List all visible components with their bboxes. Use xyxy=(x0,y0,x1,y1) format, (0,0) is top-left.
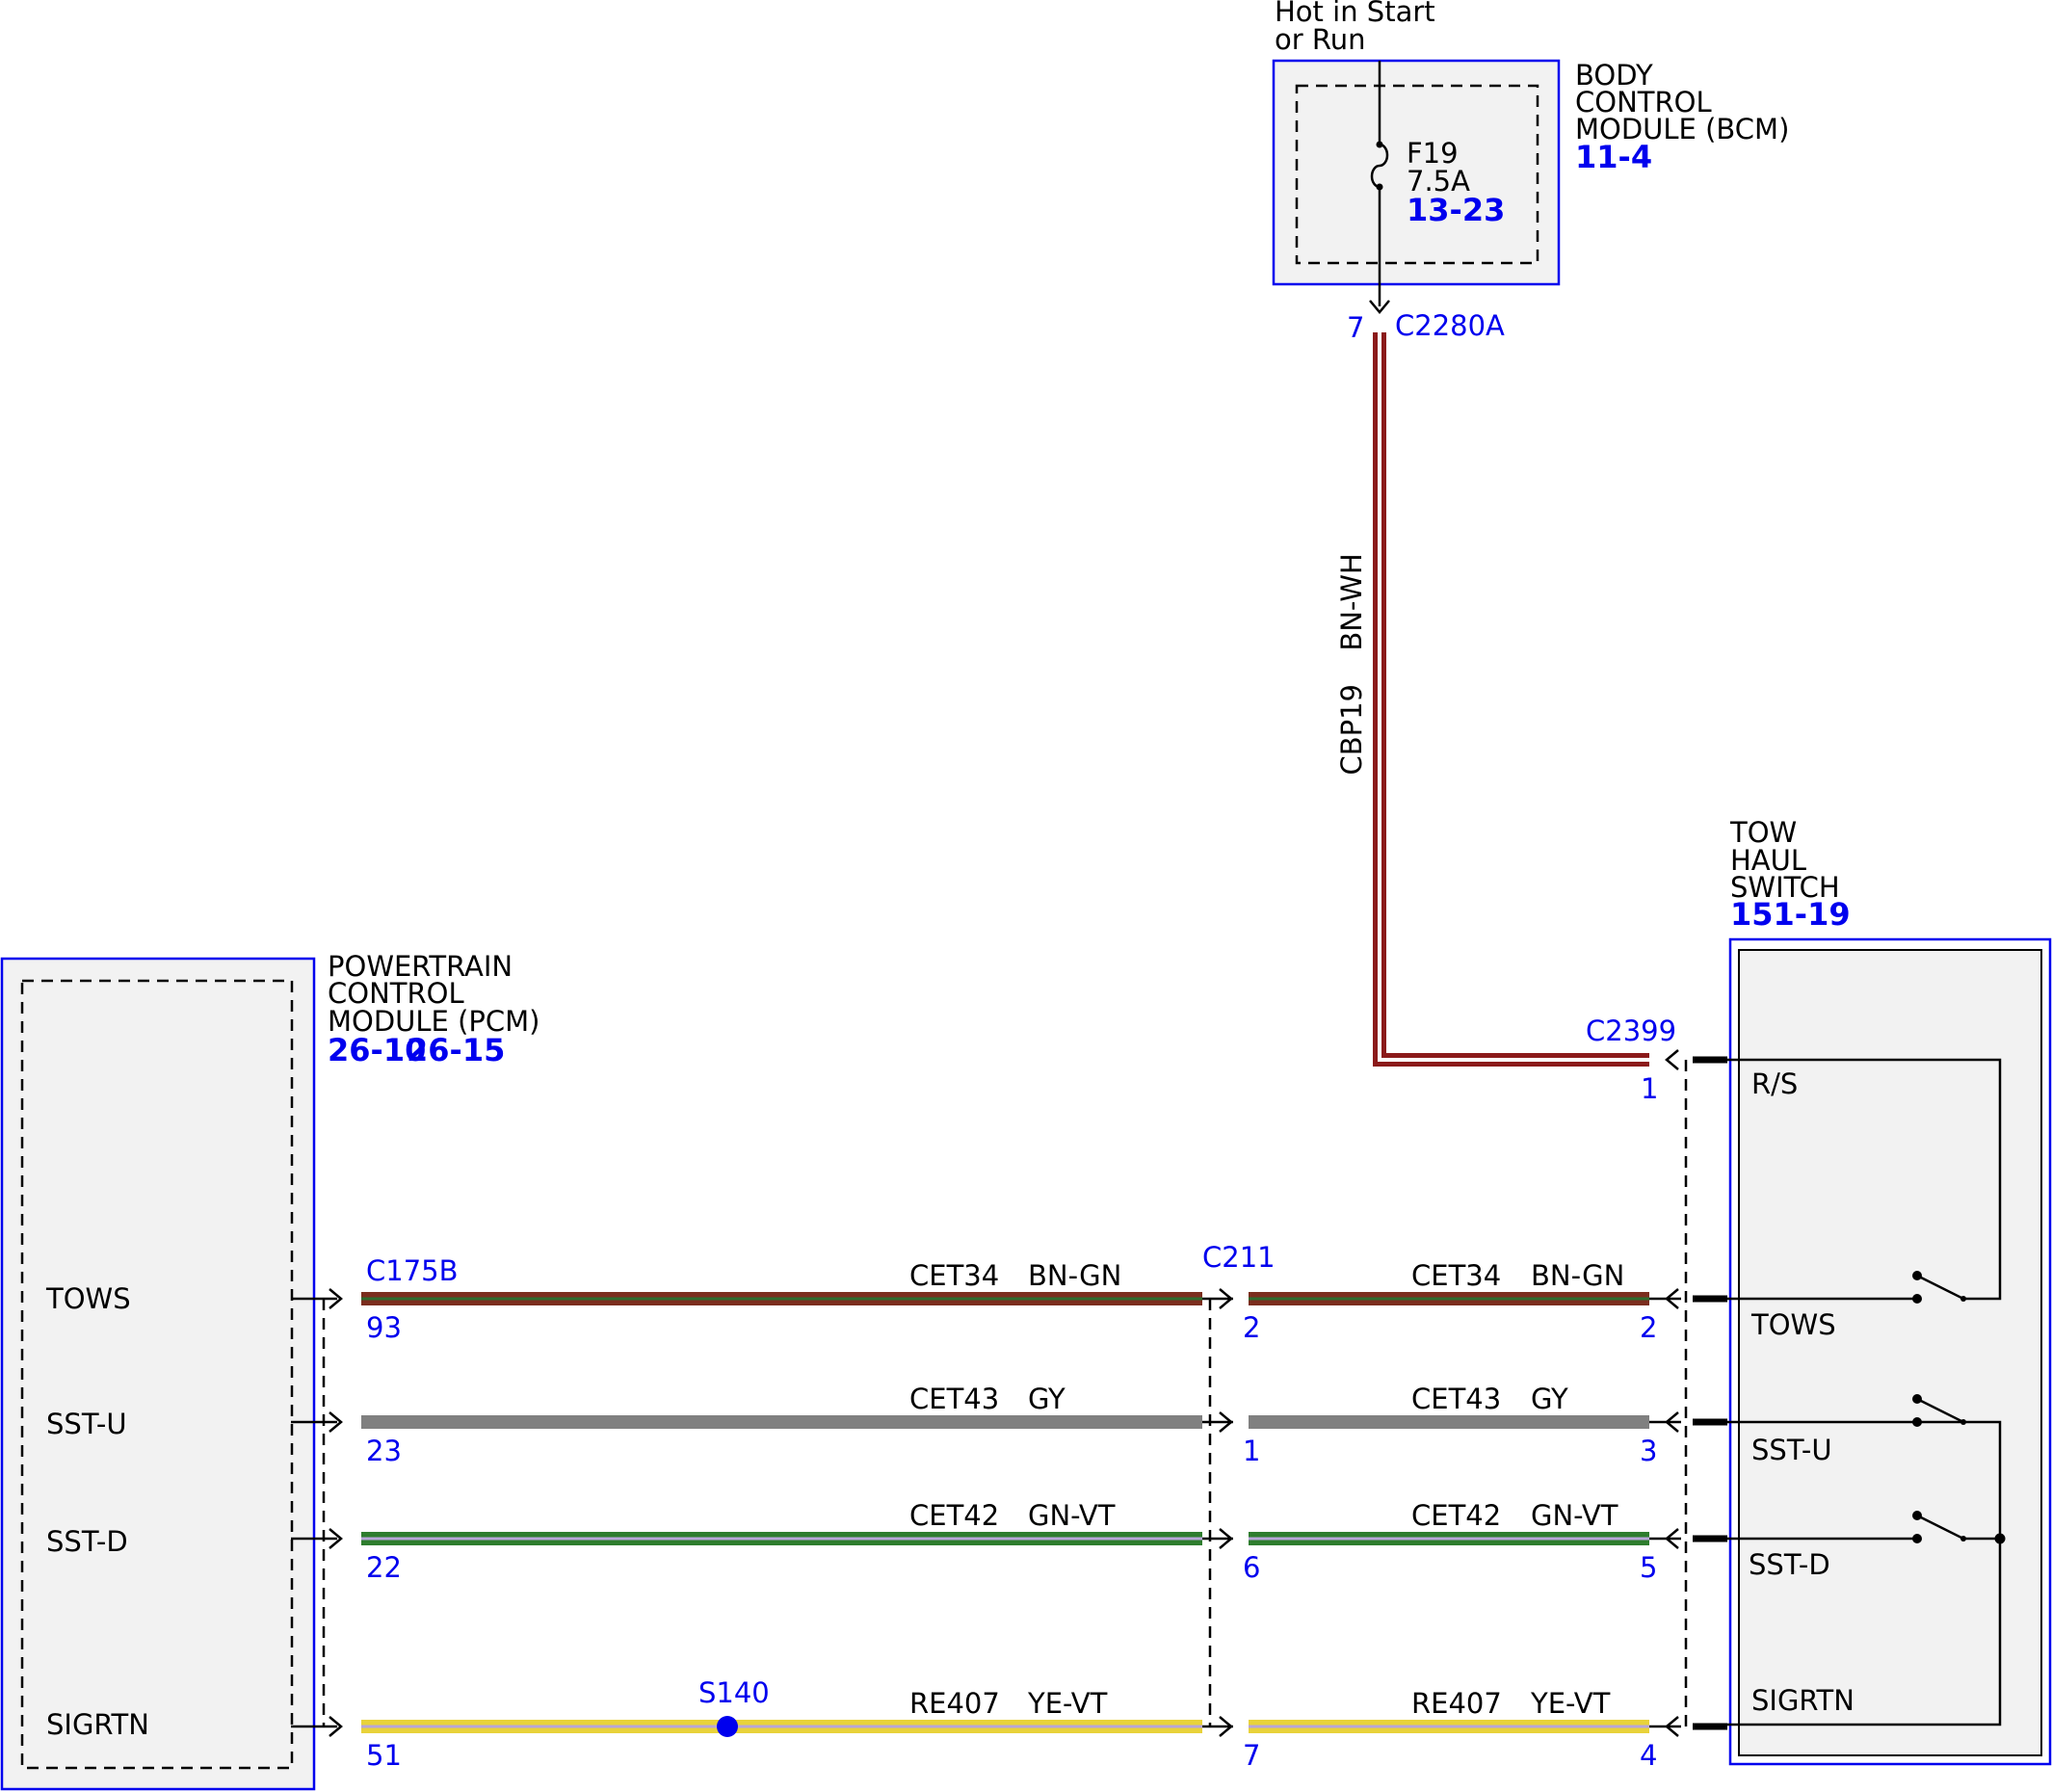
wire-color-label-sigrtn-1: YE-VT xyxy=(1027,1687,1108,1720)
c2280a-connector-label[interactable]: C2280A xyxy=(1395,309,1505,342)
c2399-rs-chevron xyxy=(1665,1049,1679,1070)
c211-right-pin-sst-d: 5 xyxy=(1640,1551,1657,1584)
switch-inner-body xyxy=(1738,949,2042,1756)
c175b-connector-label[interactable]: C175B xyxy=(366,1254,459,1287)
wire-cbp19-stripe xyxy=(1378,332,1649,1062)
wire-color-label-sst-u-1: GY xyxy=(1028,1383,1065,1415)
switch-sst-d-blade xyxy=(1916,1514,1964,1541)
c175b-pin-sst-d: 22 xyxy=(366,1551,402,1584)
fuse-rating: 7.5A xyxy=(1407,165,1470,198)
bcm-name-line3: MODULE (BCM) xyxy=(1575,113,1789,145)
switch-tows-blade xyxy=(1916,1274,1964,1301)
wire-circuit-label-sst-u-1: CET43 xyxy=(909,1383,999,1415)
c2280a-pin: 7 xyxy=(1347,311,1364,344)
wire-color-label-sst-d-2: GN-VT xyxy=(1531,1499,1618,1532)
bcm-box[interactable] xyxy=(1272,59,1561,286)
wire-circuit-label-sst-d-2: CET42 xyxy=(1411,1499,1501,1532)
c211-right-pin-sst-u: 3 xyxy=(1640,1435,1657,1467)
pcm-name-line3: MODULE (PCM) xyxy=(328,1005,540,1038)
fuse-terminal-top xyxy=(1376,141,1383,148)
c175b-chevron-sigrtn xyxy=(329,1716,343,1737)
switch-rs-bus xyxy=(1727,1058,2002,1301)
c175b-pin-tows: 93 xyxy=(366,1311,402,1344)
wire-color-label-tows-1: BN-GN xyxy=(1028,1259,1121,1292)
wire-circuit-label-tows-1: CET34 xyxy=(909,1259,999,1292)
bcm-name-line1: BODY xyxy=(1575,59,1653,92)
power-source-line1: Hot in Start xyxy=(1275,0,1435,28)
c211-right-pin-tows: 2 xyxy=(1640,1311,1657,1344)
switch-sst-d-contact-bottom xyxy=(1912,1534,1922,1543)
pcm-name-line2: CONTROL xyxy=(328,977,464,1010)
pcm-inner-outline xyxy=(20,979,294,1770)
wire-circuit-label-tows-2: CET34 xyxy=(1411,1259,1501,1292)
feed-wire-color: BN-WH xyxy=(1335,553,1368,650)
switch-name-line1: TOW xyxy=(1729,816,1797,849)
pcm-ref-link-1[interactable]: 26-10 xyxy=(328,1032,426,1068)
power-source-line2: or Run xyxy=(1275,23,1366,56)
switch-name-line3: SWITCH xyxy=(1730,871,1840,904)
wire-color-label-tows-2: BN-GN xyxy=(1531,1259,1624,1292)
c2399-connector-label[interactable]: C2399 xyxy=(1586,1015,1676,1047)
pcm-pin-label-sigrtn: SIGRTN xyxy=(46,1708,149,1741)
pcm-pin-label-sst-u: SST-U xyxy=(46,1408,127,1440)
switch-box[interactable] xyxy=(1728,937,2052,1766)
wire-circuit-label-sigrtn-2: RE407 xyxy=(1411,1687,1502,1720)
fuse-id: F19 xyxy=(1407,137,1459,170)
pcm-name-line1: POWERTRAIN xyxy=(328,950,513,983)
fuse-symbol xyxy=(1370,143,1389,189)
wire-color-label-sst-d-1: GN-VT xyxy=(1028,1499,1116,1532)
switch-label-sigrtn: SIGRTN xyxy=(1751,1684,1855,1717)
switch-rs-label: R/S xyxy=(1751,1067,1798,1100)
c211-left-pin-sigrtn: 7 xyxy=(1243,1739,1260,1772)
fuse-ref-link[interactable]: 13-23 xyxy=(1407,192,1505,228)
wire-color-label-sigrtn-2: YE-VT xyxy=(1530,1687,1611,1720)
c2280a-connector-symbol xyxy=(1369,300,1390,314)
c175b-chevron-sst-d xyxy=(329,1528,343,1549)
switch-junction-dot xyxy=(1994,1533,2006,1544)
switch-sst-u-blade xyxy=(1916,1397,1964,1424)
feed-wire-circuit: CBP19 xyxy=(1335,684,1368,776)
switch-ref-link[interactable]: 151-19 xyxy=(1730,896,1851,933)
switch-tows-contact-bottom xyxy=(1912,1294,1922,1304)
c211-left-pin-sst-d: 6 xyxy=(1243,1551,1260,1584)
pcm-pin-label-sst-d: SST-D xyxy=(46,1525,128,1558)
c211-connector-label[interactable]: C211 xyxy=(1202,1241,1276,1274)
switch-label-sst-u: SST-U xyxy=(1751,1434,1832,1466)
wire-cbp19[interactable] xyxy=(1373,332,1649,1067)
c175b-chevron-sst-u xyxy=(329,1411,343,1433)
switch-name-line2: HAUL xyxy=(1730,844,1806,877)
c175b-pin-sigrtn: 51 xyxy=(366,1739,402,1772)
bcm-ref-link[interactable]: 11-4 xyxy=(1575,139,1652,175)
switch-label-sst-d: SST-D xyxy=(1749,1548,1830,1581)
c175b-pin-sst-u: 23 xyxy=(366,1435,402,1467)
c2399-rs-pin: 1 xyxy=(1641,1072,1658,1105)
c175b-chevron-tows xyxy=(329,1288,343,1309)
switch-return-bus xyxy=(1727,1420,2002,1726)
pcm-ref-link-2[interactable]: 26-15 xyxy=(407,1032,505,1068)
wire-circuit-label-sst-u-2: CET43 xyxy=(1411,1383,1501,1415)
pcm-pin-label-tows: TOWS xyxy=(45,1282,131,1315)
c211-left-pin-sst-u: 1 xyxy=(1243,1435,1260,1467)
wire-circuit-label-sigrtn-1: RE407 xyxy=(909,1687,1000,1720)
wire-color-label-sst-u-2: GY xyxy=(1531,1383,1568,1415)
splice-s140[interactable] xyxy=(717,1716,738,1737)
c211-right-pin-sigrtn: 4 xyxy=(1640,1739,1657,1772)
splice-s140-label[interactable]: S140 xyxy=(698,1676,770,1709)
wire-circuit-label-sst-d-1: CET42 xyxy=(909,1499,999,1532)
bcm-inner-outline xyxy=(1295,84,1539,265)
switch-label-tows: TOWS xyxy=(1750,1308,1836,1341)
pcm-box[interactable] xyxy=(0,957,316,1791)
c211-left-pin-tows: 2 xyxy=(1243,1311,1260,1344)
bcm-name-line2: CONTROL xyxy=(1575,86,1712,119)
